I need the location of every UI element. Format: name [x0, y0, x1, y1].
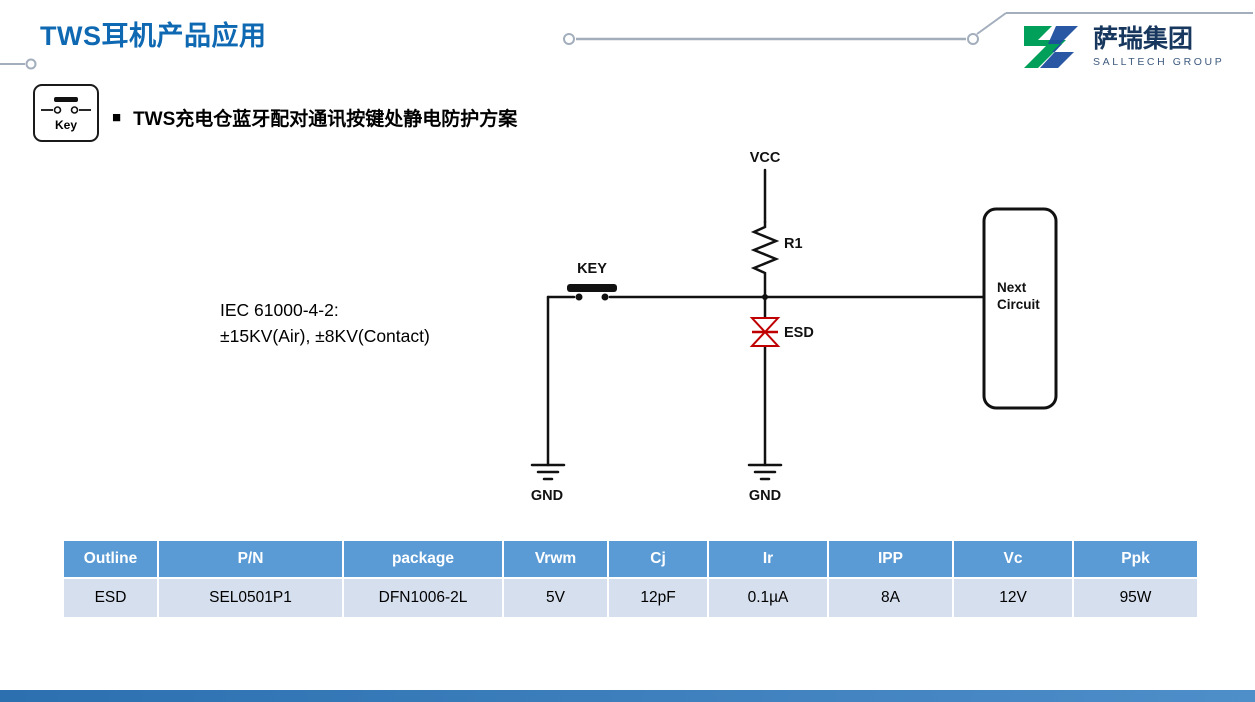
col-header-vrwm: Vrwm [502, 539, 609, 579]
cell-ppk: 95W [1072, 577, 1199, 619]
spec-table-container: Outline P/N package Vrwm Cj Ir IPP Vc Pp… [62, 539, 1199, 619]
company-logo: 萨瑞集团 SALLTECH GROUP [1018, 22, 1224, 72]
logo-blue-shape [1040, 26, 1078, 68]
cell-pn: SEL0501P1 [157, 577, 344, 619]
next-circuit-box [982, 207, 1058, 410]
circuit-diagram: VCC R1 KEY GND ESD GND Next Circuit [0, 140, 1255, 540]
deco-circle-mid-left [563, 33, 575, 45]
esd-diode-bottom-triangle [749, 330, 781, 347]
key-label: KEY [577, 261, 607, 277]
col-header-outline: Outline [62, 539, 159, 579]
logo-mark-icon [1024, 26, 1078, 68]
page-title: TWS耳机产品应用 [40, 21, 267, 51]
logo-text: 萨瑞集团 SALLTECH GROUP [1093, 26, 1224, 67]
key-contact-left [575, 293, 583, 301]
col-header-ppk: Ppk [1072, 539, 1199, 579]
logo-name: 萨瑞集团 [1093, 25, 1194, 54]
col-header-ir: Ir [707, 539, 829, 579]
col-header-cj: Cj [607, 539, 709, 579]
cell-package: DFN1006-2L [342, 577, 504, 619]
iec-line1: IEC 61000-4-2: [220, 300, 339, 320]
heading-bullet-icon: ■ [112, 109, 122, 126]
logo-subtitle: SALLTECH GROUP [1093, 55, 1225, 68]
vcc-label: VCC [750, 150, 781, 166]
col-header-pn: P/N [157, 539, 344, 579]
push-button-icon [41, 97, 91, 114]
r1-label: R1 [784, 236, 803, 252]
table-row: ESD SEL0501P1 DFN1006-2L 5V 12pF 0.1µA 8… [62, 577, 1199, 619]
esd-label: ESD [784, 325, 814, 341]
iec-standard-note: IEC 61000-4-2: ±15KV(Air), ±8KV(Contact) [220, 297, 430, 349]
table-header-row: Outline P/N package Vrwm Cj Ir IPP Vc Pp… [62, 539, 1199, 579]
heading-text: TWS充电仓蓝牙配对通讯按键处静电防护方案 [133, 109, 518, 130]
spec-table: Outline P/N package Vrwm Cj Ir IPP Vc Pp… [62, 539, 1199, 619]
key-actuator-bar [567, 284, 617, 292]
deco-line-diagonal [976, 12, 1007, 35]
gnd-left-label: GND [531, 488, 563, 504]
bottom-accent-bar [0, 690, 1255, 702]
deco-circle-mid-right [967, 33, 979, 45]
iec-line2: ±15KV(Air), ±8KV(Contact) [220, 326, 430, 346]
next-circuit-label-line2: Circuit [997, 297, 1040, 312]
cell-cj: 12pF [607, 577, 709, 619]
cell-vc: 12V [952, 577, 1074, 619]
cell-ipp: 8A [827, 577, 954, 619]
col-header-package: package [342, 539, 504, 579]
key-contact-right [601, 293, 609, 301]
cell-ir: 0.1µA [707, 577, 829, 619]
cell-outline: ESD [62, 577, 159, 619]
gnd-right-label: GND [749, 488, 781, 504]
col-header-ipp: IPP [827, 539, 954, 579]
esd-diode-top-triangle [749, 317, 781, 334]
next-circuit-label-line1: Next [997, 280, 1027, 295]
col-header-vc: Vc [952, 539, 1074, 579]
key-icon-box: Key [33, 84, 99, 142]
section-heading: ■ TWS充电仓蓝牙配对通讯按键处静电防护方案 [112, 104, 517, 131]
logo-green-shape [1024, 26, 1066, 68]
deco-circle-left [25, 58, 37, 70]
resistor-symbol [750, 220, 780, 299]
cell-vrwm: 5V [502, 577, 609, 619]
key-icon-label: Key [54, 118, 77, 132]
